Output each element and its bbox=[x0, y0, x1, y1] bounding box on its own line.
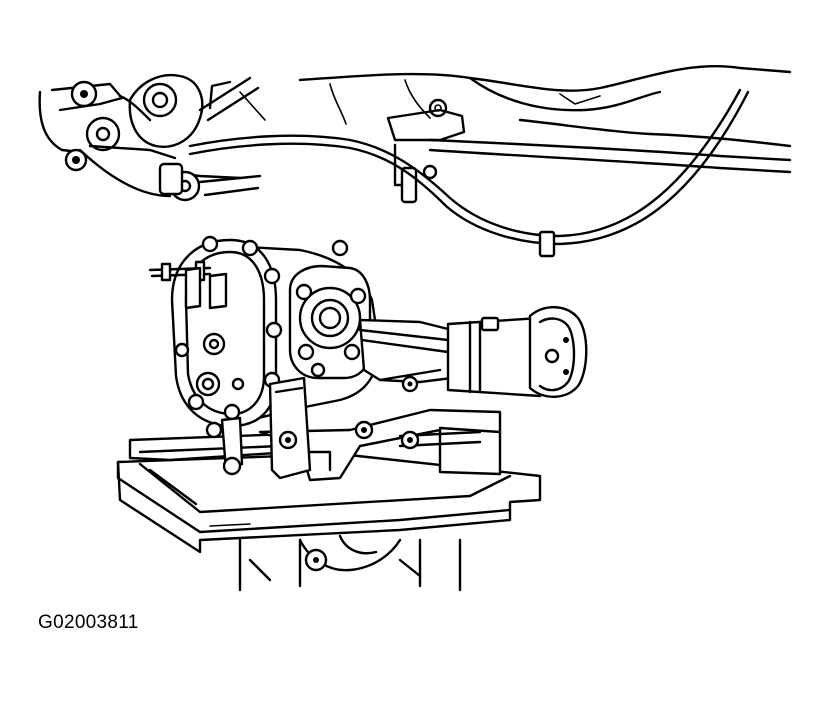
differential-carrier bbox=[150, 237, 586, 478]
jack-base bbox=[118, 410, 540, 590]
vehicle-underbody bbox=[300, 66, 790, 202]
brake-cable bbox=[80, 90, 748, 256]
suspension-arm-left bbox=[40, 75, 265, 200]
figure-caption: G02003811 bbox=[38, 612, 139, 633]
